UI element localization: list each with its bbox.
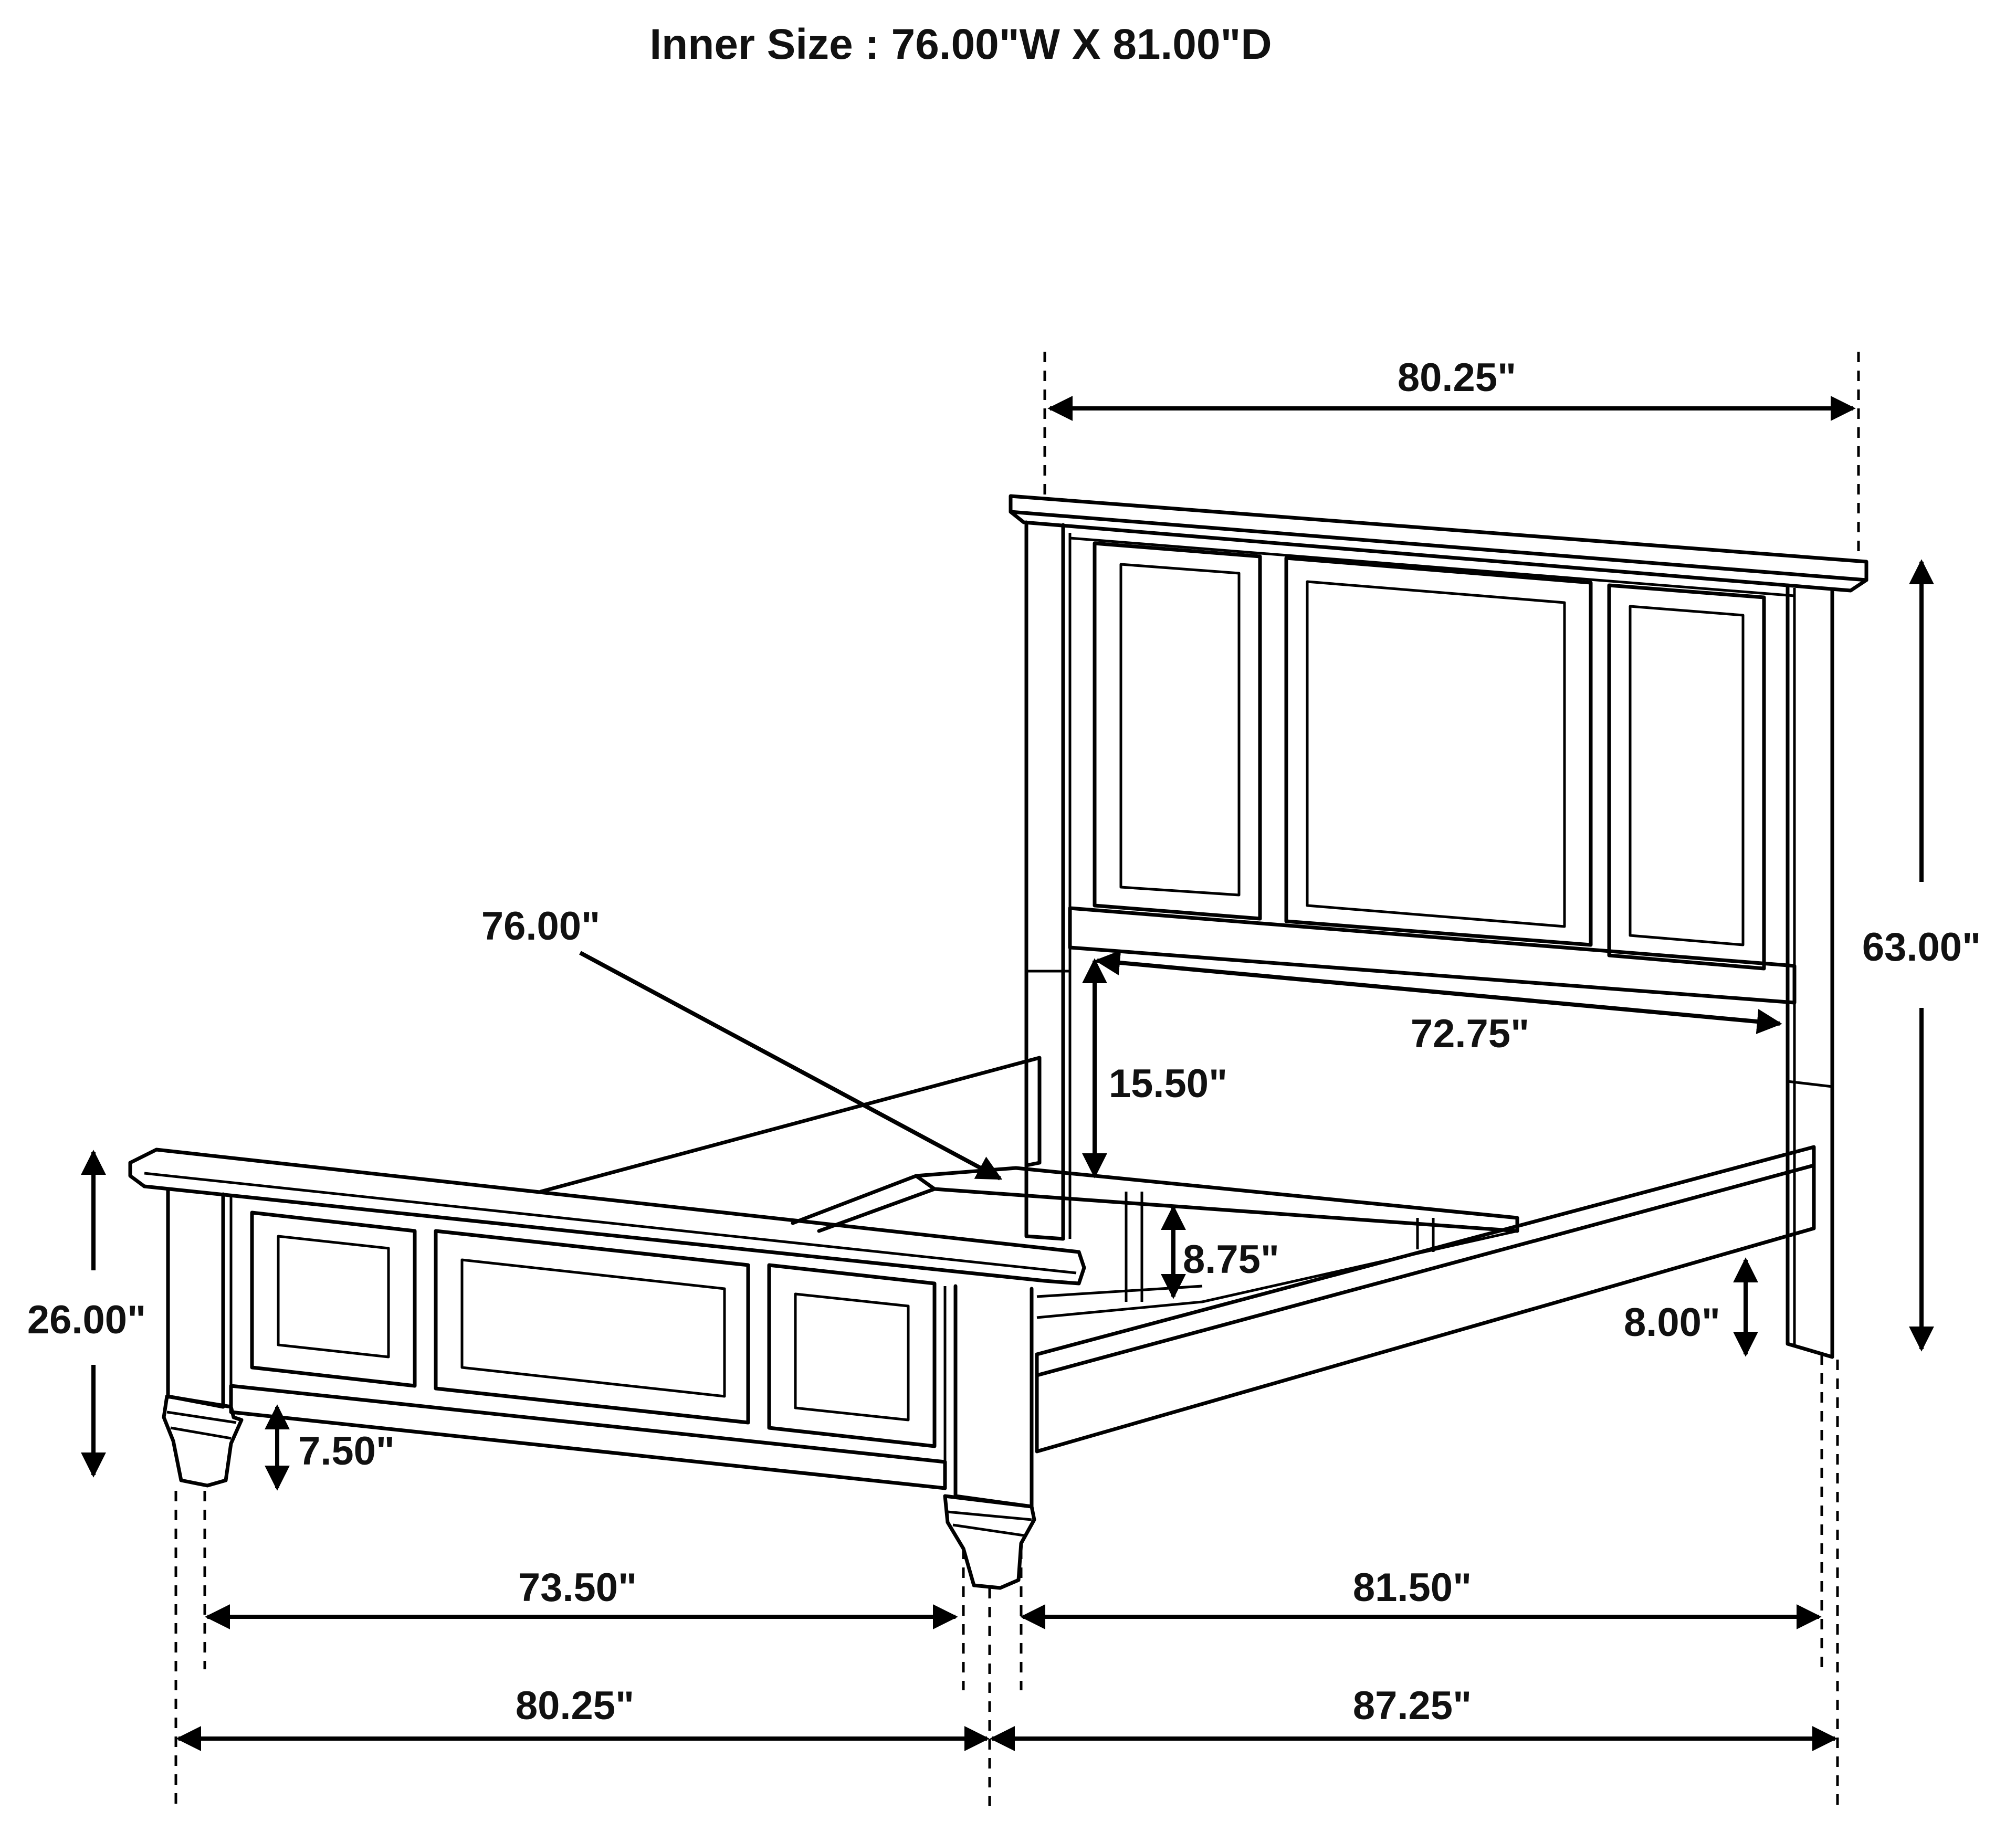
bed-frame-rails	[539, 1056, 1816, 1454]
extension-lines	[174, 352, 1860, 1806]
footboard-inner-width-label: 73.50"	[518, 1565, 637, 1610]
headboard-height-label: 63.00"	[1862, 925, 1981, 970]
footboard-width-label: 80.25"	[516, 1683, 634, 1728]
side-inner-length-label: 81.50"	[1353, 1565, 1472, 1610]
rail-width-label: 76.00"	[481, 904, 600, 949]
headboard-width-label: 80.25"	[1398, 355, 1516, 400]
footboard	[128, 1148, 1086, 1590]
rail-clearance-label: 8.00"	[1624, 1300, 1720, 1345]
overall-length-label: 87.25"	[1353, 1683, 1472, 1728]
headboard-inner-width-label: 72.75"	[1411, 1012, 1529, 1056]
headboard-clearance-label: 15.50"	[1109, 1061, 1227, 1106]
foot-height-label: 7.50"	[298, 1429, 395, 1473]
footboard-height-label: 26.00"	[27, 1298, 146, 1342]
inner-size-title: Inner Size : 76.00"W X 81.00"D	[649, 20, 1272, 68]
slat-height-label: 8.75"	[1183, 1237, 1279, 1282]
headboard	[1009, 494, 1868, 1359]
dimension-arrows	[81, 396, 1934, 1751]
